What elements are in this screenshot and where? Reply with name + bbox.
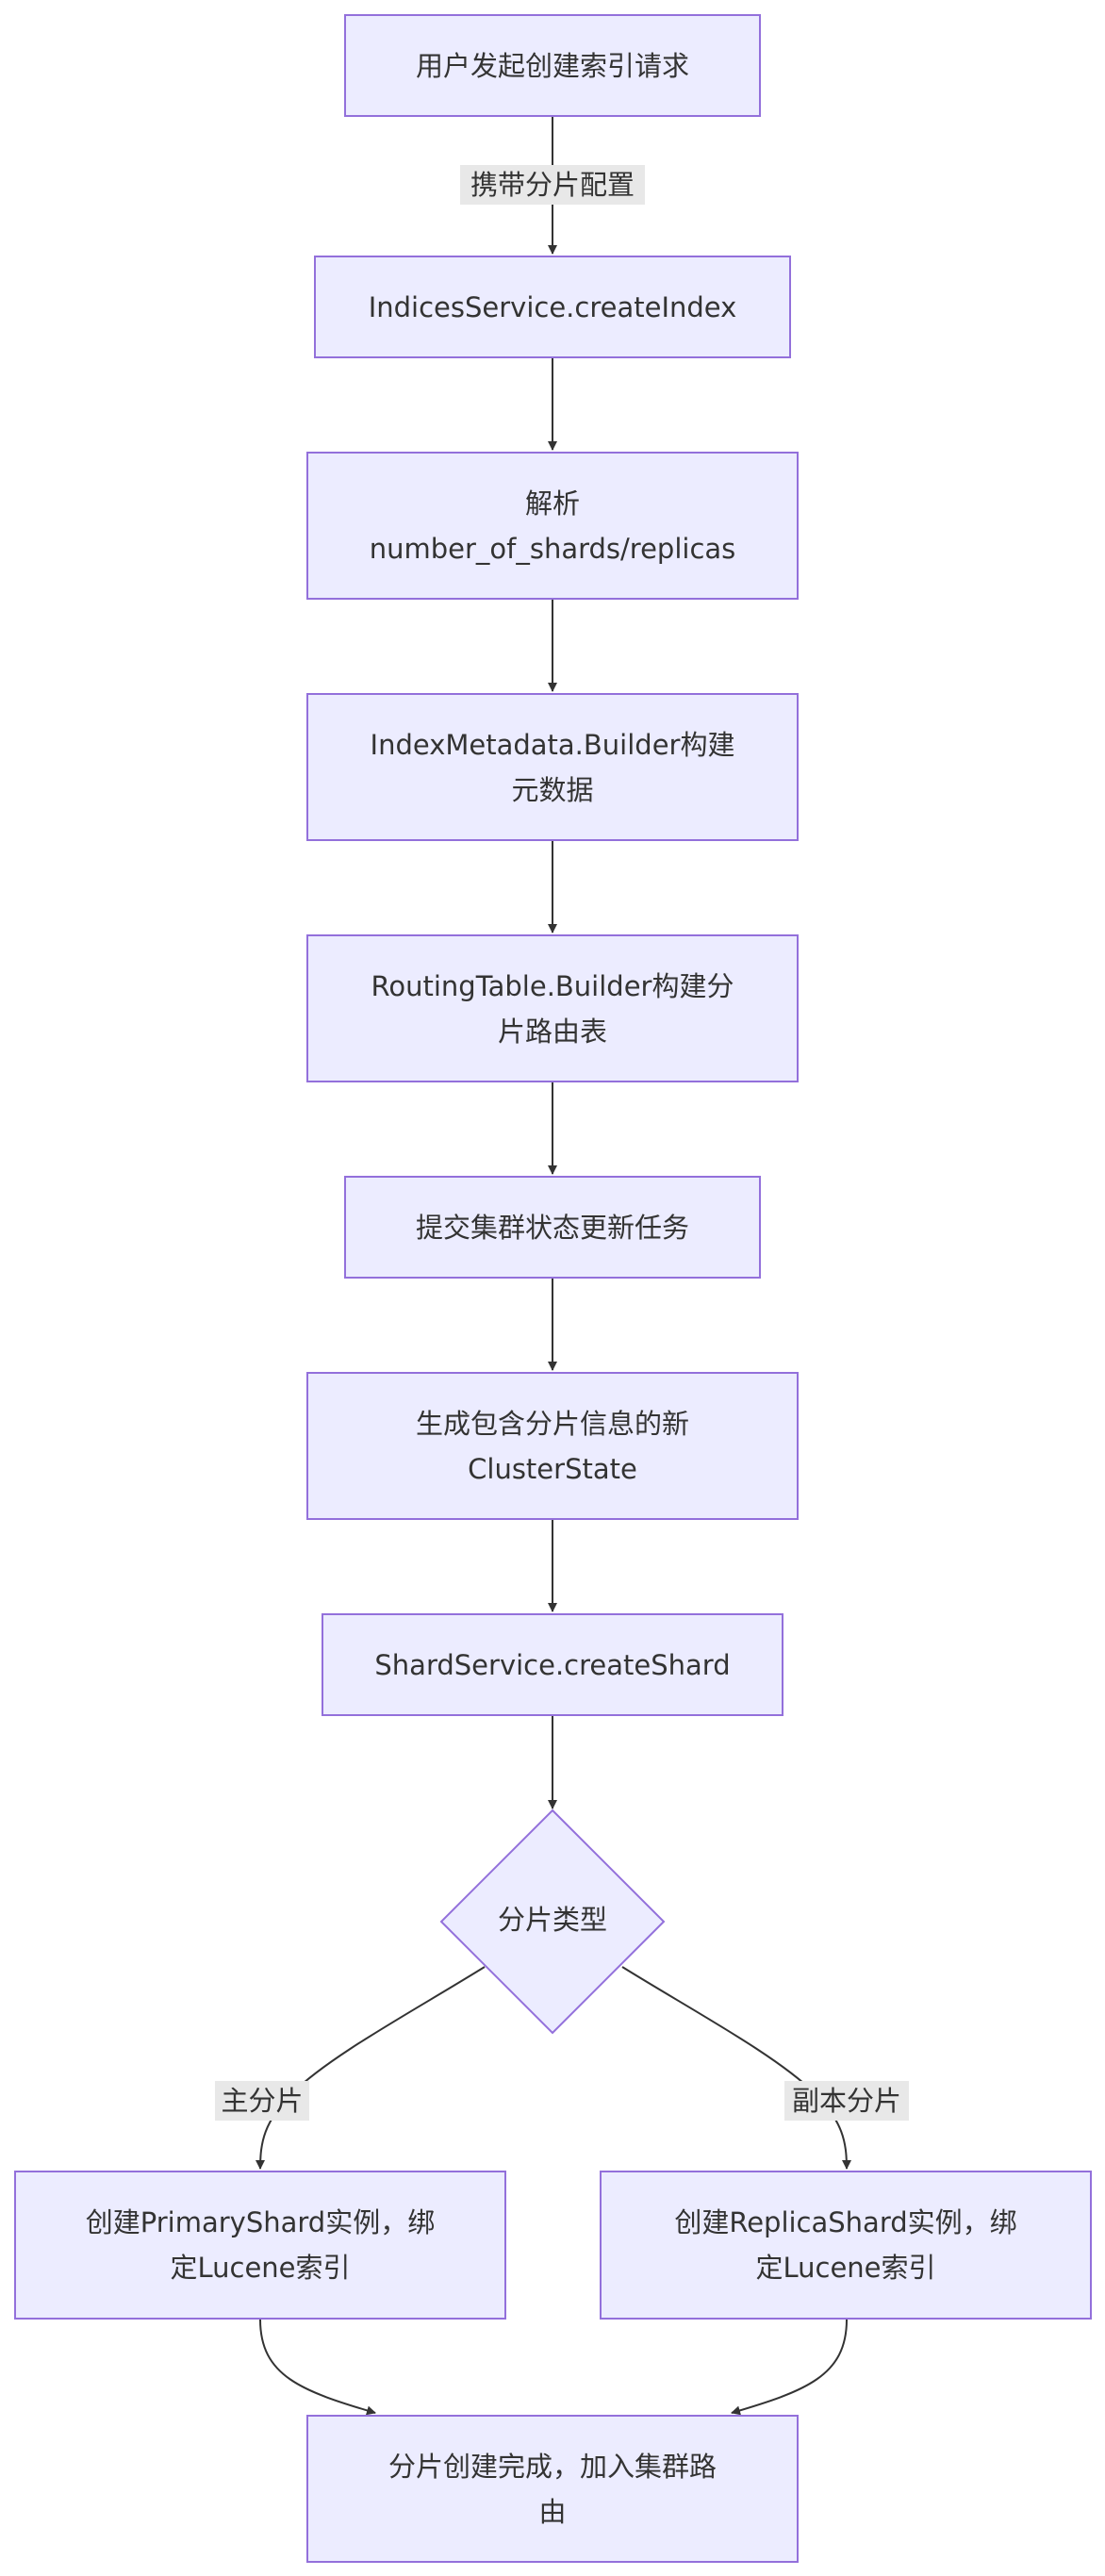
node-metadata-label: IndexMetadata.Builder构建 元数据 <box>370 728 735 806</box>
node-submit-label: 提交集群状态更新任务 <box>415 1211 689 1244</box>
node-done: 分片创建完成，加入集群路 由 <box>306 2415 799 2563</box>
edge-label-replica-shard: 副本分片 <box>784 2081 909 2121</box>
node-parse-label: 解析 number_of_shards/replicas <box>369 487 736 565</box>
edge-label-carry-config: 携带分片配置 <box>460 165 645 205</box>
node-primary-label: 创建PrimaryShard实例，绑 定Lucene索引 <box>85 2206 436 2284</box>
node-routing-label: RoutingTable.Builder构建分 片路由表 <box>371 969 734 1048</box>
edge-primary-to-done <box>259 2319 376 2416</box>
node-primary: 创建PrimaryShard实例，绑 定Lucene索引 <box>14 2171 506 2320</box>
node-routing: RoutingTable.Builder构建分 片路由表 <box>306 934 799 1082</box>
node-metadata: IndexMetadata.Builder构建 元数据 <box>306 693 799 841</box>
node-submit: 提交集群状态更新任务 <box>344 1176 761 1279</box>
edge-label-primary-shard: 主分片 <box>215 2081 309 2121</box>
node-create-index-label: IndicesService.createIndex <box>368 290 737 323</box>
node-replica-label: 创建ReplicaShard实例，绑 定Lucene索引 <box>674 2206 1017 2284</box>
edge-decision-to-primary <box>256 1966 486 2170</box>
edge-decision-to-replica <box>621 1966 851 2170</box>
node-request-label: 用户发起创建索引请求 <box>415 49 689 82</box>
node-create-shard-label: ShardService.createShard <box>374 1648 731 1681</box>
node-parse: 解析 number_of_shards/replicas <box>306 452 799 600</box>
node-create-shard: ShardService.createShard <box>322 1613 783 1716</box>
edge-replica-to-done <box>731 2319 848 2416</box>
node-request: 用户发起创建索引请求 <box>344 14 761 117</box>
decision-label: 分片类型 <box>497 1904 607 1936</box>
node-replica: 创建ReplicaShard实例，绑 定Lucene索引 <box>600 2171 1092 2320</box>
node-create-index: IndicesService.createIndex <box>314 256 791 358</box>
node-done-label: 分片创建完成，加入集群路 由 <box>388 2450 717 2528</box>
node-cluster-state: 生成包含分片信息的新 ClusterState <box>306 1372 799 1520</box>
node-cluster-state-label: 生成包含分片信息的新 ClusterState <box>415 1407 689 1485</box>
